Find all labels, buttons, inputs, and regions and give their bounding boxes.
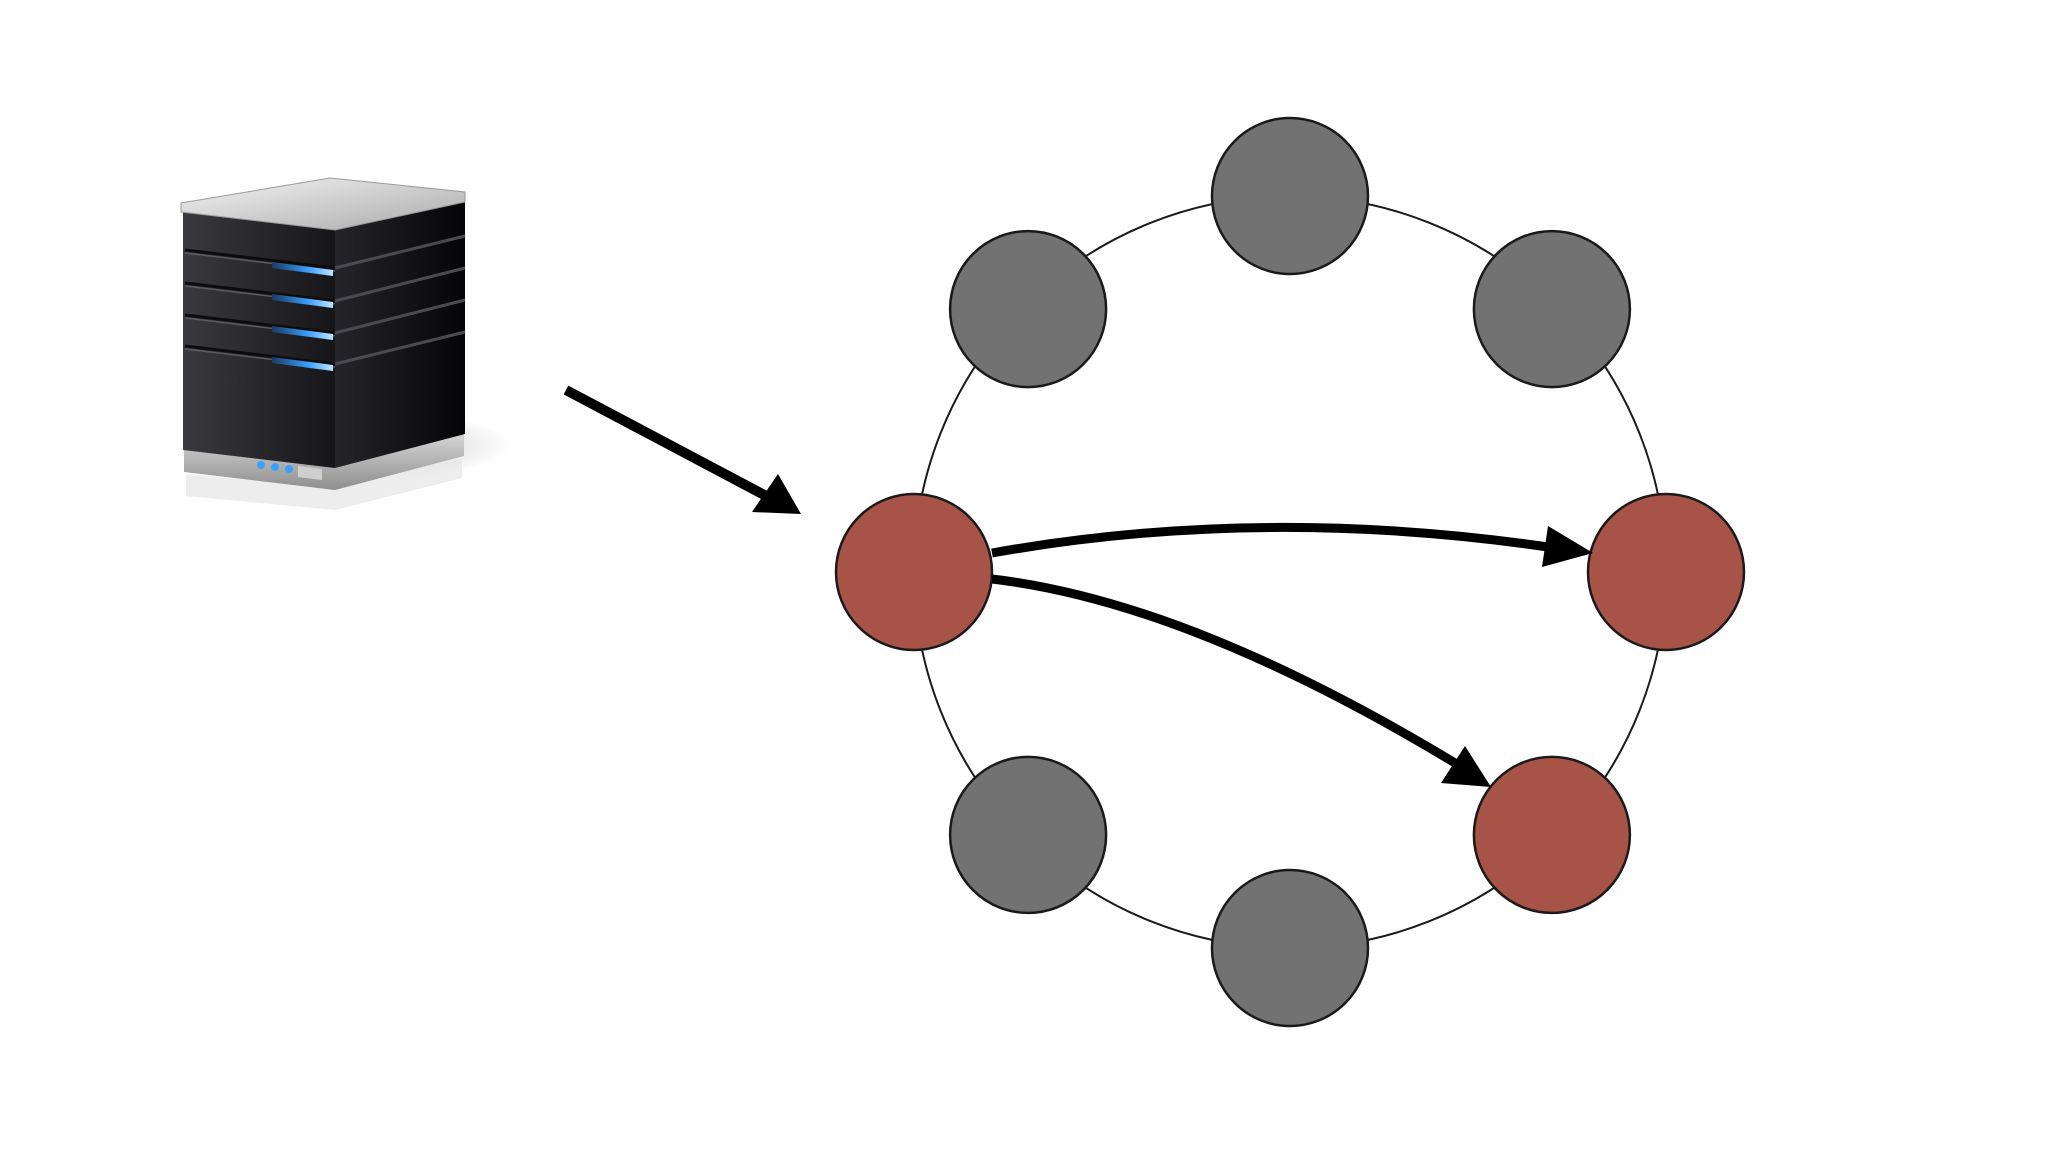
node-right-active — [1586, 492, 1746, 652]
node-top — [1210, 116, 1370, 276]
replication-arrows — [563, 385, 1593, 787]
arrow-node-left-to-node-right — [991, 522, 1593, 567]
arrow-client-to-node-left — [563, 385, 801, 514]
node-top-right — [1472, 229, 1632, 389]
node-bottom — [1210, 868, 1370, 1028]
node-left-active — [834, 492, 994, 652]
node-bottom-right-active — [1472, 755, 1632, 915]
node-bottom-left — [948, 755, 1108, 915]
node-top-left — [948, 229, 1108, 389]
ring-nodes — [834, 116, 1746, 1028]
server-icon — [180, 177, 510, 510]
arrow-node-left-to-node-bottom-right — [991, 574, 1491, 787]
